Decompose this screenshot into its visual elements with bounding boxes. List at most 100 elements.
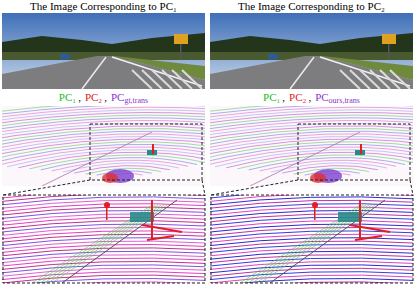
drawing-part	[298, 124, 410, 180]
drawing-part	[62, 200, 177, 283]
drawing-part	[210, 131, 413, 159]
drawing-part	[174, 34, 188, 44]
separator: ,	[78, 91, 81, 104]
drawing-part	[7, 150, 205, 167]
drawing-part	[48, 205, 164, 283]
drawing-part	[41, 158, 198, 170]
drawing-part	[2, 113, 205, 153]
drawing-part	[210, 144, 413, 164]
drawing-part	[2, 120, 205, 155]
drawing-part	[256, 205, 372, 283]
drawing-part	[2, 195, 205, 283]
legend-subscript: ours,trans	[329, 94, 360, 107]
drawing-part	[244, 205, 363, 283]
drawing-part	[210, 147, 413, 166]
drawing-part	[18, 152, 205, 168]
drawing-part	[388, 44, 390, 60]
drawing-part	[130, 212, 154, 222]
zoomed-point-cloud	[210, 195, 413, 283]
drawing-part	[210, 134, 413, 161]
drawing-part	[2, 107, 205, 150]
drawing-part	[2, 106, 205, 148]
drawing-part	[172, 70, 192, 89]
drawing-part	[112, 57, 202, 86]
drawing-part	[3, 180, 205, 195]
legend-row: PC₁,PC₂,PCgt,trans	[0, 91, 207, 105]
drawing-part	[36, 205, 155, 283]
drawing-part	[210, 107, 413, 150]
drawing-part	[60, 54, 70, 59]
legend-entry: PC	[315, 91, 328, 104]
drawing-part	[210, 56, 413, 89]
drawing-part	[350, 200, 390, 240]
drawing-part	[382, 34, 396, 44]
separator: ,	[282, 91, 285, 104]
drawing-part	[2, 134, 205, 161]
drawing-part	[211, 180, 413, 195]
drawing-part	[210, 123, 413, 156]
drawing-part	[210, 136, 413, 161]
drawing-part	[390, 70, 410, 89]
drawing-part	[215, 150, 413, 167]
drawing-part	[29, 155, 205, 169]
drawing-part	[2, 56, 205, 89]
drawing-part	[270, 200, 385, 283]
image-title: The Image Corresponding to PC₁	[0, 0, 207, 12]
legend-entry: PC₂	[289, 91, 306, 104]
point-cloud	[210, 106, 413, 186]
drawing-part	[268, 54, 278, 59]
drawing-part	[360, 70, 380, 89]
legend-entry: PC	[111, 91, 124, 104]
drawing-part	[210, 106, 413, 148]
drawing-part	[340, 70, 360, 89]
drawing-part	[310, 173, 326, 183]
drawing-part	[360, 144, 362, 154]
drawing-part	[290, 57, 314, 89]
drawing-part	[250, 132, 360, 186]
drawing-part	[2, 147, 205, 166]
drawing-part	[210, 120, 413, 155]
drawing-part	[226, 152, 413, 168]
legend-subscript: gt,trans	[124, 94, 148, 107]
drawing-part	[162, 70, 182, 89]
drawing-part	[2, 136, 205, 161]
drawing-part	[338, 212, 362, 222]
drawing-part	[2, 118, 205, 154]
drawing-part	[44, 205, 161, 283]
drawing-part	[40, 205, 158, 283]
separator: ,	[104, 91, 107, 104]
drawing-part	[2, 131, 205, 159]
drawing-part	[350, 70, 370, 89]
drawing-part	[210, 113, 413, 153]
drawing-part	[82, 57, 106, 89]
zoom-frames	[3, 124, 413, 283]
drawing-part	[180, 44, 182, 60]
drawing-part	[237, 155, 413, 169]
drawing-part	[3, 195, 205, 283]
drawing-part	[52, 205, 167, 283]
drawing-part	[152, 70, 172, 89]
drawing-part	[2, 13, 205, 89]
drawing-part	[260, 205, 375, 283]
zoomed-point-cloud	[2, 195, 205, 283]
drawing-part	[380, 70, 400, 89]
drawing-part	[102, 173, 118, 183]
image-title: The Image Corresponding to PC₂	[208, 0, 415, 12]
drawing-part	[106, 205, 108, 220]
legend-entry: PC₁	[59, 91, 76, 104]
legend-entry: PC₁	[263, 91, 280, 104]
drawing-part	[2, 110, 205, 151]
drawing-part	[210, 195, 413, 283]
separator: ,	[308, 91, 311, 104]
drawing-part	[210, 115, 413, 153]
drawing-part	[42, 132, 152, 186]
drawing-part	[210, 139, 413, 163]
drawing-part	[2, 139, 205, 163]
drawing-part	[132, 70, 152, 89]
camera-image	[2, 13, 205, 89]
drawing-part	[210, 13, 413, 89]
drawing-part	[210, 110, 413, 151]
drawing-part	[142, 200, 182, 240]
drawing-part	[2, 144, 205, 164]
